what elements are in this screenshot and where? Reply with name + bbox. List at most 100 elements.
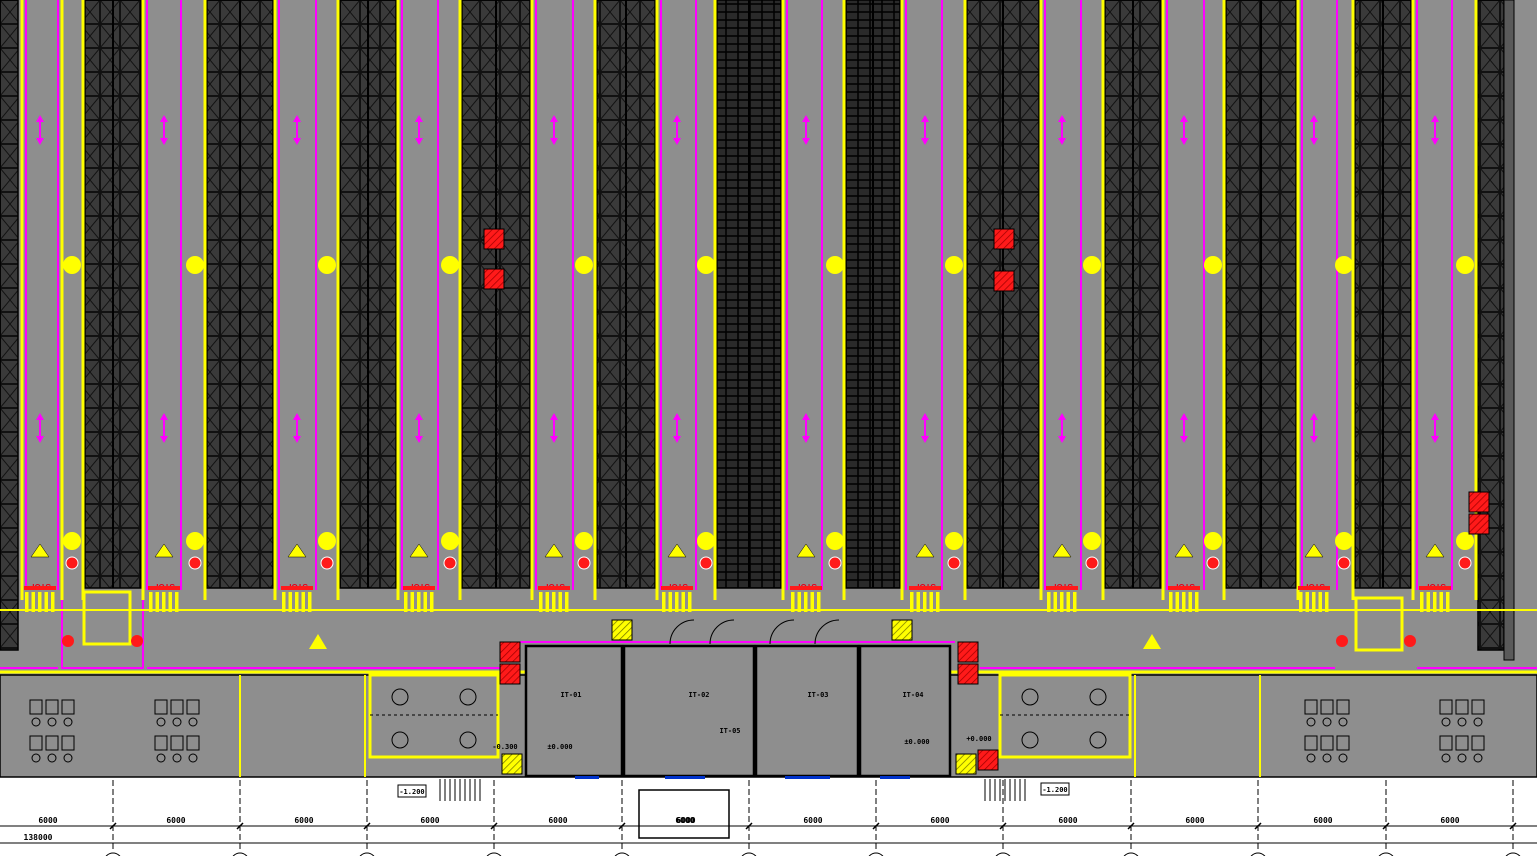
crosswalk-stripe [38,592,42,612]
crosswalk-stripe [910,592,914,612]
arrow-head-down-icon [1058,138,1066,145]
stop-line [281,586,313,590]
desk [1336,699,1350,715]
desk [1471,735,1485,751]
door-threshold [785,776,830,779]
grid-bubble [232,852,248,856]
crosswalk-stripe [804,592,808,612]
arrow-head-down-icon [1310,138,1318,145]
dimension-tick [109,822,117,830]
door-swing [769,619,795,645]
yellow-column-marker [1204,532,1222,550]
rack-row [1477,0,1505,651]
crosswalk-stripe [168,592,172,612]
dimension-value: 6000 [930,816,949,825]
crosswalk-stripe [668,592,672,612]
red-marker-icon [131,635,143,647]
yellow-column-marker [1456,256,1474,274]
round-table [1021,688,1039,706]
no-entry-icon [65,556,79,570]
elevation-box-right [1040,782,1070,796]
crosswalk-stripe [1047,592,1051,612]
no-entry-icon [1085,556,1099,570]
chair [156,753,166,763]
yellow-column-marker [575,256,593,274]
yellow-column-marker [63,532,81,550]
warning-triangle-icon [154,543,174,558]
chair [1338,717,1348,727]
fire-equipment [993,228,1015,250]
door-swing [669,619,695,645]
chair [188,753,198,763]
yellow-column-marker [1083,256,1101,274]
arrow-head-up-icon [673,115,681,122]
desk [1320,735,1334,751]
desk [1336,735,1350,751]
dimension-tick [999,822,1007,830]
grid-bubble [1123,852,1139,856]
crosswalk-stripe [1175,592,1179,612]
arrow-head-up-icon [415,115,423,122]
crosswalk-stripe [404,592,408,612]
chair [31,717,41,727]
dimension-tick [618,822,626,830]
dimension-tick [872,822,880,830]
dimension-tick [1509,822,1517,830]
round-table [391,688,409,706]
crosswalk-stripe [1182,592,1186,612]
cross-aisle-outline [61,600,144,669]
warning-triangle-icon [796,543,816,558]
crosswalk-stripe [308,592,312,612]
chair [188,717,198,727]
hatched-zone [955,753,977,775]
crosswalk-stripe [175,592,179,612]
yellow-column-marker [945,256,963,274]
chair [156,717,166,727]
hatched-zone [977,749,999,771]
crosswalk-stripe [162,592,166,612]
arrow-head-down-icon [1310,436,1318,443]
crosswalk-stripe [1312,592,1316,612]
arrow-head-down-icon [1431,138,1439,145]
stop-line [909,586,941,590]
stop-line [1046,586,1078,590]
crosswalk-stripe [1433,592,1437,612]
arrow-head-down-icon [36,436,44,443]
fire-equipment [993,270,1015,292]
no-entry-icon [1458,556,1472,570]
hatched-zone [501,753,523,775]
arrow-head-down-icon [1180,138,1188,145]
crosswalk-stripe [51,592,55,612]
desk [186,699,200,715]
desk [45,699,59,715]
crosswalk-stripe [1325,592,1329,612]
chair [1441,753,1451,763]
room-label-d: IT-04 [902,691,923,699]
dimension-total: 138000 [24,833,53,842]
crosswalk-stripe [1420,592,1424,612]
yellow-column-marker [826,256,844,274]
desk [45,735,59,751]
warning-triangle-icon [287,543,307,558]
stop-line [790,586,822,590]
arrow-head-up-icon [673,413,681,420]
arrow-head-up-icon [921,115,929,122]
crosswalk-stripe [1060,592,1064,612]
outer-wall [1503,0,1515,661]
meeting-room [998,673,1132,759]
crosswalk-stripe [797,592,801,612]
hatched-zone [611,619,633,641]
crosswalk-stripe [688,592,692,612]
elevation-box-left [397,784,427,798]
stop-line [24,586,56,590]
elevation-dock-left: -1.200 [399,788,424,796]
crosswalk-stripe [936,592,940,612]
chair [1322,753,1332,763]
desk [154,735,168,751]
yellow-column-marker [186,532,204,550]
arrow-head-up-icon [802,115,810,122]
desk [186,735,200,751]
dimension-value: 6000 [294,816,313,825]
desk [1471,699,1485,715]
